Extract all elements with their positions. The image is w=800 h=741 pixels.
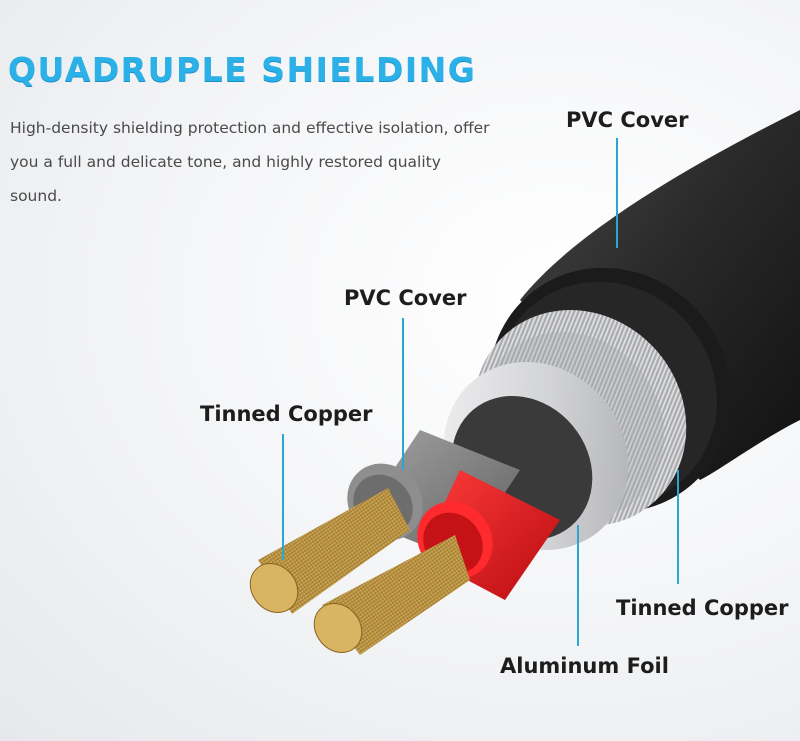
callout-label-tinned-copper-braid: Tinned Copper xyxy=(616,596,789,620)
callout-label-aluminum-foil: Aluminum Foil xyxy=(500,654,669,678)
headline: QUADRUPLE SHIELDING xyxy=(8,50,477,89)
callout-label-outer-pvc: PVC Cover xyxy=(566,108,689,132)
callout-lines xyxy=(282,138,679,646)
callout-label-tinned-copper-core: Tinned Copper xyxy=(200,402,373,426)
callout-label-inner-pvc: PVC Cover xyxy=(344,286,467,310)
copper-strands-red xyxy=(313,535,470,655)
description-text: High-density shielding protection and ef… xyxy=(10,119,490,205)
copper-strands-grey xyxy=(249,488,410,614)
